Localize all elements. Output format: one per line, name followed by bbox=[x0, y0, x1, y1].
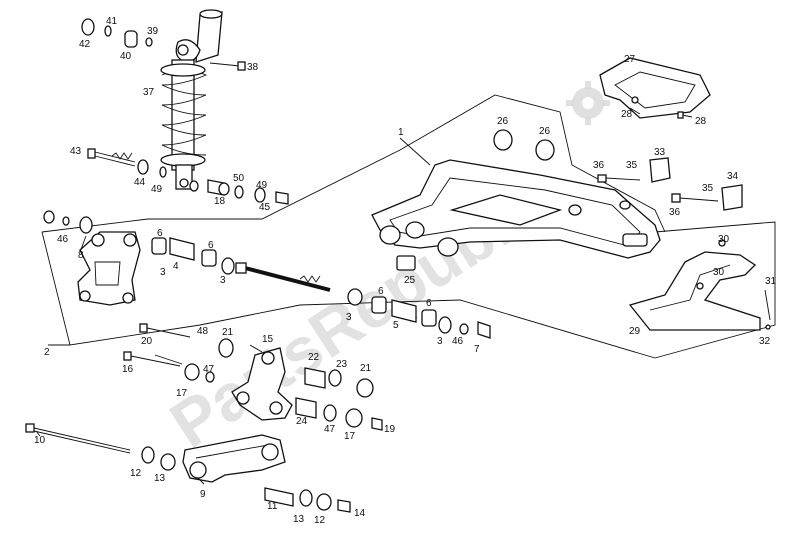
callout-label: 40 bbox=[120, 51, 132, 62]
link-plate-8 bbox=[43, 210, 141, 306]
swingarm bbox=[371, 159, 661, 259]
lower-link-9 bbox=[182, 434, 286, 483]
bearing-set-left bbox=[151, 237, 235, 275]
callout-label: 30 bbox=[718, 234, 730, 245]
callout-label: 21 bbox=[360, 363, 372, 374]
shock-lower-parts bbox=[137, 159, 289, 205]
callout-label: 8 bbox=[78, 250, 84, 261]
callout-label: 50 bbox=[233, 173, 245, 184]
callout-label: 3 bbox=[437, 336, 443, 347]
callout-label: 2 bbox=[44, 347, 50, 358]
callout-labels: 1 2 3 3 3 3 4 5 6 6 6 6 7 8 9 10 11 12 1… bbox=[34, 16, 777, 526]
callout-label: 18 bbox=[214, 196, 226, 207]
callout-label: 12 bbox=[314, 515, 326, 526]
callout-label: 3 bbox=[220, 275, 226, 286]
callout-label: 33 bbox=[654, 147, 666, 158]
bolt-43 bbox=[87, 148, 136, 167]
bolt-31-32 bbox=[764, 289, 771, 330]
chain-guard-27 bbox=[599, 57, 711, 119]
washers-39-42 bbox=[81, 18, 153, 48]
callout-label: 6 bbox=[426, 298, 432, 309]
callout-label: 26 bbox=[539, 126, 551, 137]
pad-25 bbox=[396, 255, 416, 271]
callout-label: 27 bbox=[624, 54, 636, 65]
callout-label: 46 bbox=[452, 336, 464, 347]
callout-label: 1 bbox=[398, 127, 404, 138]
callout-label: 43 bbox=[70, 146, 82, 157]
callout-label: 13 bbox=[293, 514, 305, 525]
callout-label: 36 bbox=[669, 207, 681, 218]
lower-link-parts bbox=[141, 446, 351, 513]
callout-label: 11 bbox=[267, 501, 278, 512]
callout-label: 10 bbox=[34, 435, 46, 446]
callout-label: 24 bbox=[296, 416, 308, 427]
bracket-29 bbox=[628, 239, 761, 331]
caps-26 bbox=[493, 129, 555, 161]
callout-label: 37 bbox=[143, 87, 155, 98]
callout-label: 9 bbox=[200, 489, 206, 500]
callout-label: 36 bbox=[593, 160, 605, 171]
pivot-shaft-1 bbox=[235, 262, 331, 292]
chain-slider-33 bbox=[649, 157, 671, 183]
callout-label: 3 bbox=[160, 267, 166, 278]
callout-label: 20 bbox=[141, 336, 153, 347]
leader-lines bbox=[35, 107, 641, 485]
screw-28 bbox=[677, 111, 693, 119]
callout-label: 46 bbox=[57, 234, 69, 245]
callout-label: 41 bbox=[106, 16, 118, 27]
callout-label: 21 bbox=[222, 327, 234, 338]
callout-label: 30 bbox=[713, 267, 725, 278]
callout-label: 47 bbox=[203, 364, 215, 375]
callout-label: 16 bbox=[122, 364, 134, 375]
bolt-38 bbox=[209, 61, 246, 71]
callout-label: 5 bbox=[393, 320, 399, 331]
callout-label: 32 bbox=[759, 336, 771, 347]
callout-label: 7 bbox=[474, 344, 480, 355]
callout-label: 6 bbox=[208, 240, 214, 251]
callout-label: 14 bbox=[354, 508, 366, 519]
callout-label: 23 bbox=[336, 359, 348, 370]
bolts-35-36 bbox=[597, 174, 719, 203]
bolts-16-20 bbox=[123, 323, 191, 367]
callout-label: 28 bbox=[695, 116, 707, 127]
callout-label: 49 bbox=[151, 184, 163, 195]
callout-label: 39 bbox=[147, 26, 159, 37]
assembly-outline bbox=[41, 94, 776, 359]
watermark-gear-icon bbox=[566, 81, 610, 125]
callout-label: 45 bbox=[259, 202, 271, 213]
callout-label: 15 bbox=[262, 334, 274, 345]
callout-label: 22 bbox=[308, 352, 320, 363]
callout-label: 38 bbox=[247, 62, 259, 73]
callout-label: 19 bbox=[384, 424, 396, 435]
callout-label: 17 bbox=[176, 388, 188, 399]
callout-label: 42 bbox=[79, 39, 91, 50]
callout-label: 44 bbox=[134, 177, 146, 188]
callout-label: 47 bbox=[324, 424, 336, 435]
callout-label: 35 bbox=[702, 183, 714, 194]
callout-label: 6 bbox=[157, 228, 163, 239]
callout-label: 29 bbox=[629, 326, 641, 337]
callout-label: 25 bbox=[404, 275, 416, 286]
callout-label: 49 bbox=[256, 180, 268, 191]
rocker-15 bbox=[231, 347, 293, 421]
callout-label: 13 bbox=[154, 473, 166, 484]
bolt-10 bbox=[25, 423, 131, 454]
chain-slider-34 bbox=[721, 184, 743, 211]
callout-label: 34 bbox=[727, 171, 739, 182]
shock-absorber bbox=[160, 9, 223, 190]
callout-label: 4 bbox=[173, 261, 179, 272]
callout-label: 3 bbox=[346, 312, 352, 323]
callout-label: 48 bbox=[197, 326, 209, 337]
callout-label: 26 bbox=[497, 116, 509, 127]
callout-label: 28 bbox=[621, 109, 633, 120]
callout-label: 17 bbox=[344, 431, 356, 442]
callout-label: 12 bbox=[130, 468, 142, 479]
bearing-set-right bbox=[347, 288, 491, 339]
callout-label: 31 bbox=[765, 276, 777, 287]
callout-label: 6 bbox=[378, 286, 384, 297]
rocker-bushings bbox=[184, 338, 383, 431]
callout-label: 35 bbox=[626, 160, 638, 171]
